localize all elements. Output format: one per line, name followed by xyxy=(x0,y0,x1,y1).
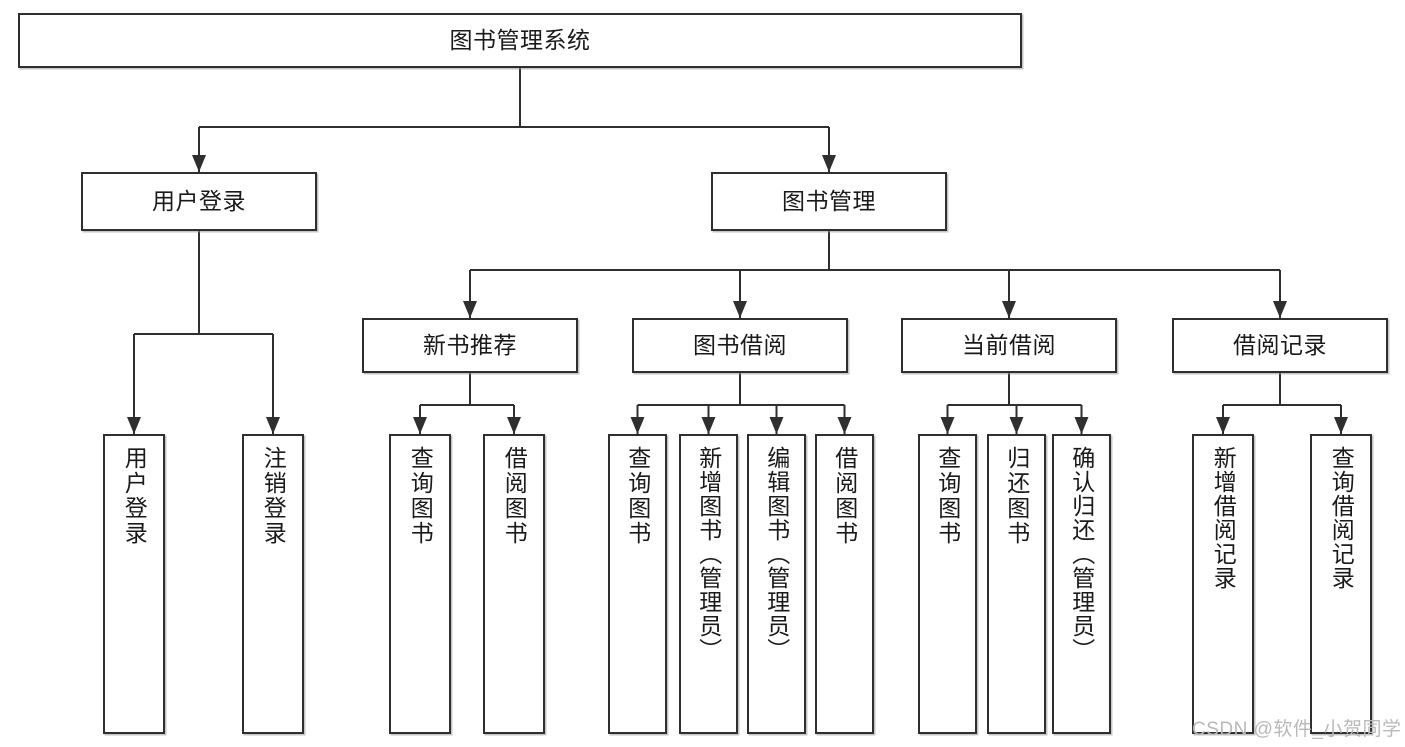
node-label: 编辑图书（管理员） xyxy=(763,446,790,662)
node-label: 新增借阅记录 xyxy=(1210,446,1237,590)
node-l_bbook1: 借阅图书 xyxy=(483,434,545,734)
edge-arrowhead-icon xyxy=(630,417,645,434)
node-label: 查询图书 xyxy=(407,446,434,546)
node-label: 图书管理 xyxy=(782,187,876,214)
node-l_qbook3: 查询图书 xyxy=(918,434,977,734)
edge-arrowhead-icon xyxy=(940,417,955,434)
edge-arrowhead-icon xyxy=(822,155,836,172)
node-l_login: 用户登录 xyxy=(103,434,165,734)
node-l_qbook2: 查询图书 xyxy=(608,434,667,734)
node-label: 查询图书 xyxy=(624,446,651,546)
node-label: 查询借阅记录 xyxy=(1328,446,1355,590)
edge-arrowhead-icon xyxy=(1009,417,1024,434)
edge-arrowhead-icon xyxy=(769,417,784,434)
node-label: 用户登录 xyxy=(121,446,148,546)
edge-arrowhead-icon xyxy=(463,301,477,318)
edge-arrowhead-icon xyxy=(192,155,206,172)
edge-arrowhead-icon xyxy=(127,417,141,434)
node-borrow: 图书借阅 xyxy=(632,318,848,373)
node-label: 借阅图书 xyxy=(831,446,858,546)
node-label: 新书推荐 xyxy=(423,331,517,358)
node-label: 用户登录 xyxy=(152,187,246,214)
node-l_qrec: 查询借阅记录 xyxy=(1310,434,1372,734)
node-l_qbook1: 查询图书 xyxy=(389,434,451,734)
edge-arrowhead-icon xyxy=(1334,417,1348,434)
node-label: 当前借阅 xyxy=(962,331,1056,358)
node-current: 当前借阅 xyxy=(901,318,1117,373)
edge-arrowhead-icon xyxy=(507,417,521,434)
edge-arrowhead-icon xyxy=(1273,301,1287,318)
edge-arrowhead-icon xyxy=(733,301,747,318)
node-l_logout: 注销登录 xyxy=(242,434,304,734)
node-newbook: 新书推荐 xyxy=(362,318,578,373)
edge-arrowhead-icon xyxy=(1216,417,1230,434)
node-label: 借阅图书 xyxy=(501,446,528,546)
node-login: 用户登录 xyxy=(81,172,317,231)
edge-arrowhead-icon xyxy=(1002,301,1016,318)
edge-arrowhead-icon xyxy=(1074,417,1089,434)
node-label: 注销登录 xyxy=(260,446,287,546)
node-label: 新增图书（管理员） xyxy=(695,446,722,662)
node-bookmgmt: 图书管理 xyxy=(711,172,947,231)
node-root: 图书管理系统 xyxy=(18,13,1022,68)
node-label: 确认归还（管理员） xyxy=(1068,446,1095,662)
node-l_editbook: 编辑图书（管理员） xyxy=(747,434,806,734)
node-l_confirm: 确认归还（管理员） xyxy=(1052,434,1111,734)
watermark-label: CSDN @软件_小贺同学 xyxy=(1192,719,1402,740)
node-l_bbook2: 借阅图书 xyxy=(815,434,874,734)
edge-arrowhead-icon xyxy=(266,417,280,434)
edge-arrowhead-icon xyxy=(701,417,716,434)
node-label: 图书借阅 xyxy=(693,331,787,358)
node-label: 图书管理系统 xyxy=(449,26,591,53)
node-l_return: 归还图书 xyxy=(987,434,1046,734)
node-label: 归还图书 xyxy=(1003,446,1030,546)
node-l_addrec: 新增借阅记录 xyxy=(1192,434,1254,734)
edge-arrowhead-icon xyxy=(837,417,852,434)
node-l_addbook: 新增图书（管理员） xyxy=(679,434,738,734)
node-record: 借阅记录 xyxy=(1172,318,1388,373)
edge-arrowhead-icon xyxy=(413,417,427,434)
node-label: 查询图书 xyxy=(934,446,961,546)
node-label: 借阅记录 xyxy=(1233,331,1327,358)
